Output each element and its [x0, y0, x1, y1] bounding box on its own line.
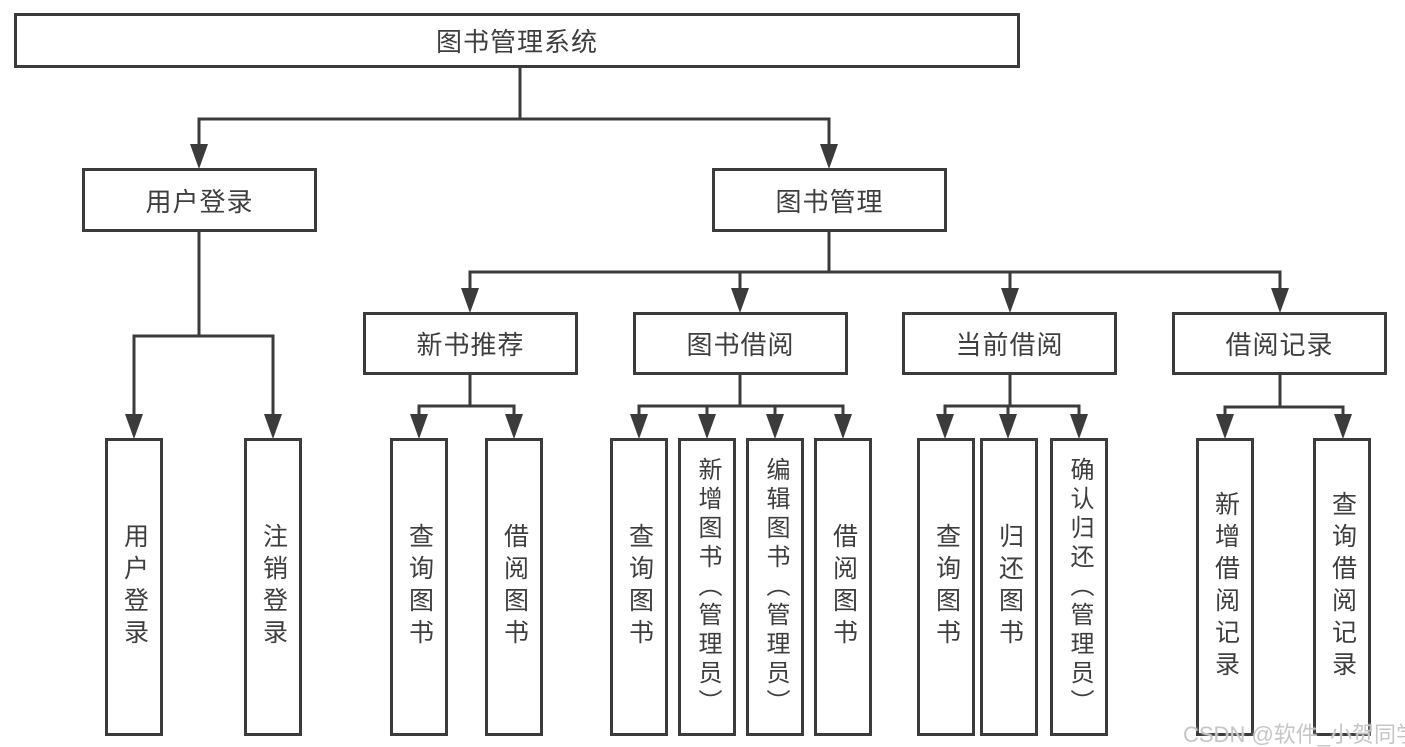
- node-label: 新增图书（管理员）: [694, 456, 721, 718]
- node-book-borrow: 图书借阅: [633, 312, 848, 375]
- node-label: 新增借阅记录: [1211, 491, 1240, 683]
- leaf-logout-login: 注销登录: [244, 438, 302, 736]
- node-label: 注销登录: [259, 523, 288, 651]
- node-label: 新书推荐: [416, 330, 525, 360]
- node-label: 用户登录: [120, 523, 149, 651]
- leaf-borrow-books: 借阅图书: [814, 438, 872, 736]
- node-user-login: 用户登录: [82, 168, 317, 232]
- node-label: 借阅图书: [829, 523, 858, 651]
- node-label: 查询图书: [405, 523, 434, 651]
- node-label: 图书借阅: [686, 330, 795, 360]
- leaf-query-books-recommend: 查询图书: [390, 438, 448, 736]
- node-label: 用户登录: [145, 186, 254, 217]
- node-label: 查询借阅记录: [1328, 491, 1357, 683]
- node-book-management: 图书管理: [712, 168, 947, 232]
- node-new-book-recommend: 新书推荐: [363, 312, 578, 375]
- node-label: 查询图书: [625, 523, 654, 651]
- node-label: 确认归还（管理员）: [1066, 456, 1093, 718]
- leaf-add-borrow-record: 新增借阅记录: [1196, 438, 1254, 736]
- node-label: 当前借阅: [955, 330, 1064, 360]
- node-current-borrow: 当前借阅: [902, 312, 1117, 375]
- node-label: 查询图书: [932, 523, 961, 651]
- watermark-text: CSDN @软件_小贺同学: [1183, 722, 1405, 747]
- node-label: 图书管理: [775, 186, 884, 217]
- leaf-confirm-return-admin: 确认归还（管理员）: [1050, 438, 1108, 736]
- node-label: 借阅记录: [1225, 330, 1334, 360]
- leaf-edit-book-admin: 编辑图书（管理员）: [746, 438, 804, 736]
- leaf-query-books-current: 查询图书: [917, 438, 975, 736]
- node-label: 归还图书: [995, 523, 1024, 651]
- arrowheads: [125, 144, 1352, 439]
- leaf-query-borrow-record: 查询借阅记录: [1313, 438, 1371, 736]
- leaf-add-book-admin: 新增图书（管理员）: [678, 438, 736, 736]
- node-label: 编辑图书（管理员）: [762, 456, 789, 718]
- leaf-return-book: 归还图书: [980, 438, 1038, 736]
- node-root: 图书管理系统: [14, 13, 1020, 68]
- leaf-user-login: 用户登录: [105, 438, 163, 736]
- node-label: 借阅图书: [500, 523, 529, 651]
- node-label: 图书管理系统: [435, 27, 598, 57]
- leaf-query-books-borrow: 查询图书: [610, 438, 668, 736]
- leaf-borrow-books-recommend: 借阅图书: [485, 438, 543, 736]
- node-borrow-records: 借阅记录: [1172, 312, 1387, 375]
